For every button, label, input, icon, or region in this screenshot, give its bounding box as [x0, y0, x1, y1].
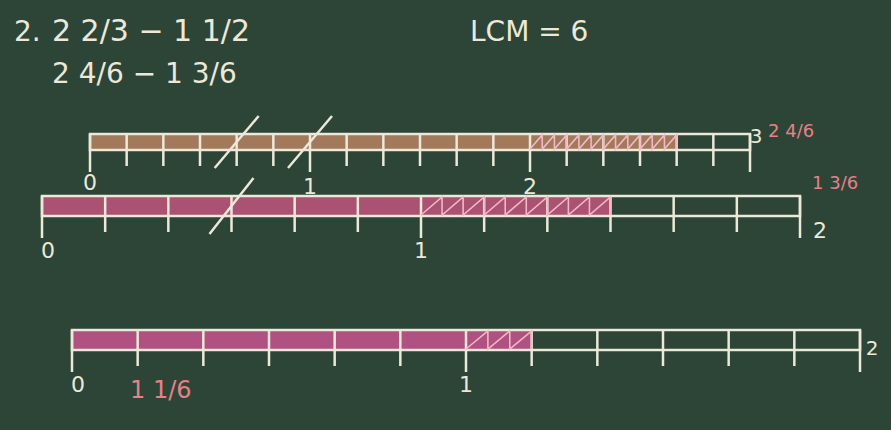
cross-out-slash — [210, 178, 254, 234]
tick-mark — [419, 134, 422, 166]
axis-number: 0 — [71, 374, 85, 396]
tick-mark — [89, 134, 92, 172]
shaded-bar — [72, 330, 532, 350]
number-line — [90, 116, 750, 172]
tick-mark — [272, 134, 275, 166]
problem-text: LCM = 6 — [470, 18, 588, 46]
tick-mark — [799, 196, 802, 238]
axis-number: 2 — [813, 220, 827, 242]
number-line — [72, 330, 860, 372]
tick-mark — [199, 134, 202, 166]
problem-text: 2 4/6 − 1 3/6 — [52, 60, 237, 88]
tick-mark — [529, 134, 532, 172]
cross-out-slash — [215, 116, 259, 168]
tick-mark — [268, 330, 271, 366]
shaded-bar — [42, 196, 611, 216]
problem-text: 2 2/3 − 1 1/2 — [52, 16, 250, 46]
tick-mark — [357, 196, 360, 232]
tick-mark — [662, 330, 665, 366]
tick-mark — [382, 134, 385, 166]
tick-mark — [672, 196, 675, 232]
tick-mark — [202, 330, 205, 366]
tick-mark — [455, 134, 458, 166]
tick-mark — [492, 134, 495, 166]
tick-mark — [333, 330, 336, 366]
tick-mark — [293, 196, 296, 232]
axis-number: 0 — [83, 172, 97, 194]
axis-number: 1 — [459, 374, 473, 396]
tick-mark — [465, 330, 468, 372]
tick-mark — [162, 134, 165, 166]
tick-mark — [859, 330, 862, 372]
tick-mark — [235, 134, 238, 166]
tick-mark — [727, 330, 730, 366]
problem-text: 2. — [14, 18, 41, 46]
axis-number: 3 — [750, 126, 763, 146]
tick-mark — [136, 330, 139, 366]
axis-number: 2 — [866, 338, 879, 358]
hatching — [421, 197, 611, 215]
tick-mark — [736, 196, 739, 232]
tick-mark — [230, 196, 233, 232]
tick-mark — [167, 196, 170, 232]
answer-label: 2 4/6 — [768, 122, 814, 140]
tick-mark — [399, 330, 402, 366]
tick-mark — [125, 134, 128, 166]
tick-mark — [41, 196, 44, 238]
tick-mark — [104, 196, 107, 232]
tick-mark — [712, 134, 715, 166]
tick-mark — [345, 134, 348, 166]
cross-out-slash — [288, 116, 332, 168]
axis-number: 0 — [41, 240, 55, 262]
hatching — [530, 135, 677, 149]
axis-number: 1 — [303, 176, 317, 198]
tick-mark — [71, 330, 74, 372]
tick-mark — [793, 330, 796, 366]
axis-number: 1 — [414, 240, 428, 262]
hatching — [466, 331, 532, 349]
answer-label: 1 1/6 — [130, 378, 192, 402]
tick-mark — [420, 196, 423, 238]
tick-mark — [596, 330, 599, 366]
number-line — [42, 178, 800, 238]
answer-label: 1 3/6 — [812, 174, 858, 192]
axis-number: 2 — [523, 176, 537, 198]
